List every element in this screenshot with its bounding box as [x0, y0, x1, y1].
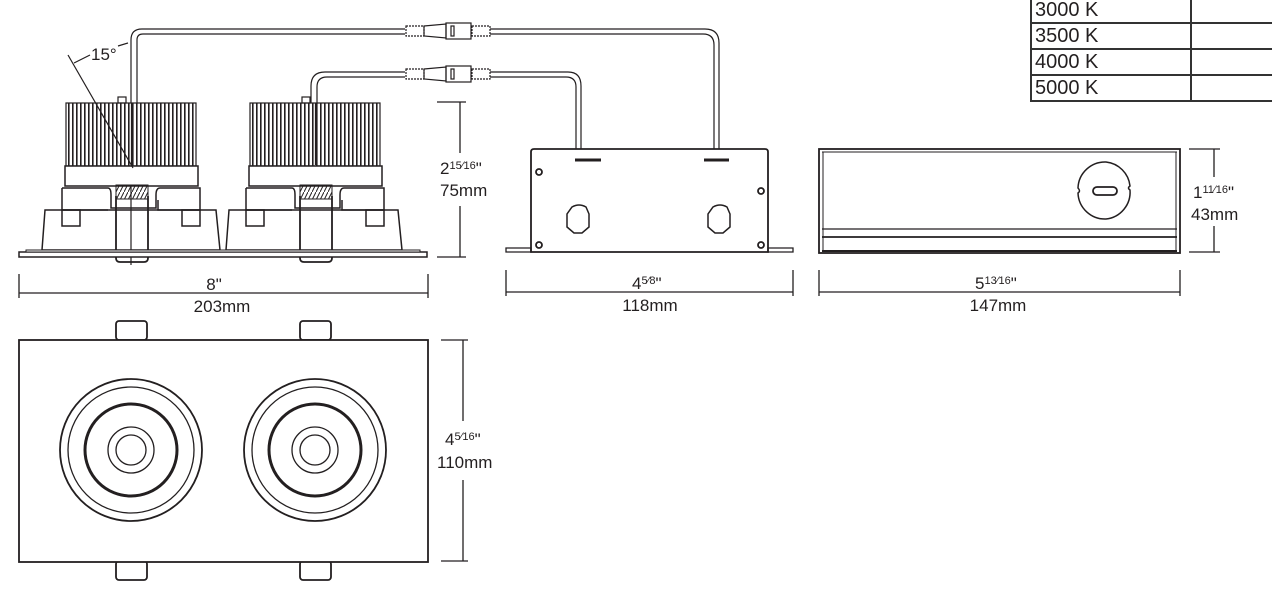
driver-side-view [818, 148, 1181, 254]
cable-lower [310, 71, 582, 215]
driver-height-dimension: 111⁄16" 43mm [1189, 148, 1238, 253]
driver-width-dimension: 45⁄8" 118mm [505, 270, 794, 315]
trim-ring-left [59, 378, 203, 522]
fixture-top-view [18, 320, 429, 581]
cct-row: 3000 K [1030, 0, 1272, 24]
driver-height-inch: 111⁄16" [1193, 183, 1234, 202]
driver-length-dimension: 513⁄16" 147mm [818, 270, 1181, 315]
fixture-height-mm: 75mm [440, 181, 487, 200]
fixture-width-dimension: 8" 203mm [18, 274, 429, 316]
connector-lower [405, 65, 491, 83]
fixture-height-inch: 215⁄16" [440, 159, 482, 178]
cct-row: 3500 K [1030, 22, 1272, 50]
cct-table: 3000 K 3500 K 4000 K 5000 K [1030, 0, 1272, 102]
fixture-depth-mm: 110mm [437, 453, 492, 472]
fixture-depth-dimension: 45⁄16" 110mm [437, 339, 492, 562]
fixture-side-view [18, 96, 428, 263]
cct-value [1189, 48, 1272, 76]
cct-value [1189, 22, 1272, 50]
cct-value [1189, 74, 1272, 102]
cct-value [1189, 0, 1272, 24]
fixture-height-dimension: 215⁄16" 75mm [437, 101, 487, 258]
tilt-angle-label: 15° [91, 45, 117, 64]
driver-width-mm: 118mm [622, 296, 677, 315]
cct-label: 5000 K [1030, 74, 1192, 102]
cct-row: 5000 K [1030, 74, 1272, 102]
cable-upper [130, 28, 720, 265]
cct-label: 4000 K [1030, 48, 1192, 76]
cct-label: 3000 K [1030, 0, 1192, 24]
tilt-angle-indicator: 15° [67, 42, 134, 169]
trim-ring-right [243, 378, 387, 522]
driver-length-inch: 513⁄16" [975, 274, 1017, 293]
driver-front-view [505, 148, 794, 253]
fixture-width-mm: 203mm [194, 297, 251, 316]
fixture-depth-inch: 45⁄16" [445, 430, 481, 449]
fixture-width-inch: 8" [206, 275, 222, 294]
connector-upper [405, 22, 491, 40]
driver-height-mm: 43mm [1191, 205, 1238, 224]
cct-label: 3500 K [1030, 22, 1192, 50]
cct-row: 4000 K [1030, 48, 1272, 76]
driver-width-inch: 45⁄8" [632, 274, 662, 293]
driver-length-mm: 147mm [970, 296, 1027, 315]
